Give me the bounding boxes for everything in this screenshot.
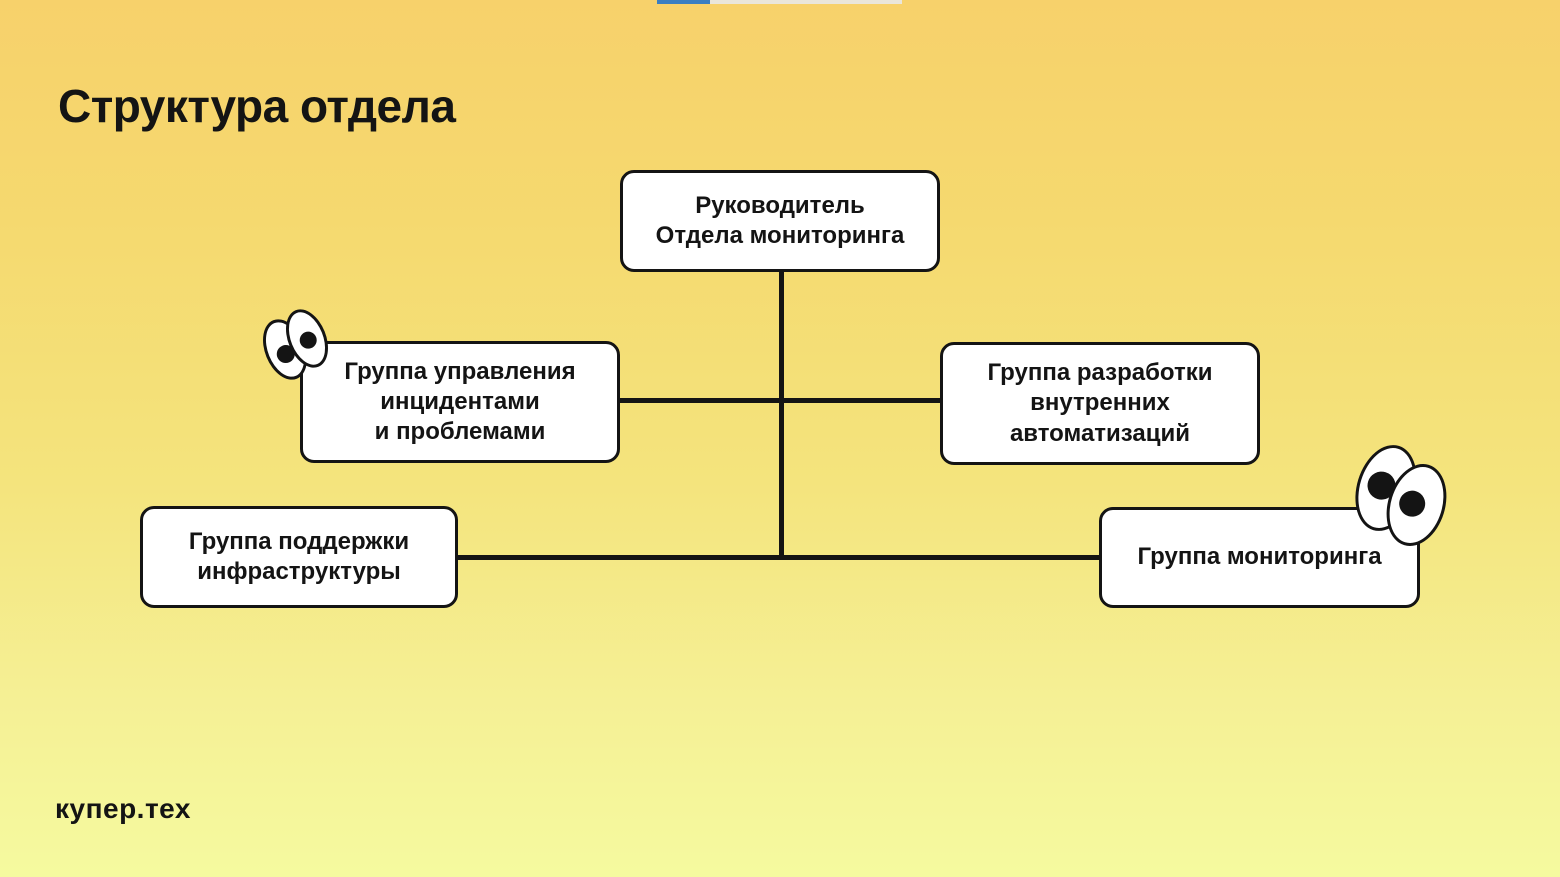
slide-progress-fill: [657, 0, 710, 4]
connector-horizontal-upper: [618, 398, 942, 403]
kuper-tech-logo: купер.тех: [55, 793, 191, 824]
org-node-incidents: Группа управления инцидентами и проблема…: [300, 341, 620, 463]
org-node-root: Руководитель Отдела мониторинга: [620, 170, 940, 272]
org-node-infrastructure: Группа поддержки инфраструктуры: [140, 506, 458, 608]
connector-horizontal-lower: [456, 555, 1101, 560]
connector-vertical: [779, 270, 784, 560]
pupil: [297, 329, 320, 352]
pupil: [1395, 487, 1429, 520]
slide-progress-bar: [657, 0, 902, 4]
page-title: Структура отдела: [58, 79, 456, 132]
org-node-automation: Группа разработки внутренних автоматизац…: [940, 342, 1260, 465]
